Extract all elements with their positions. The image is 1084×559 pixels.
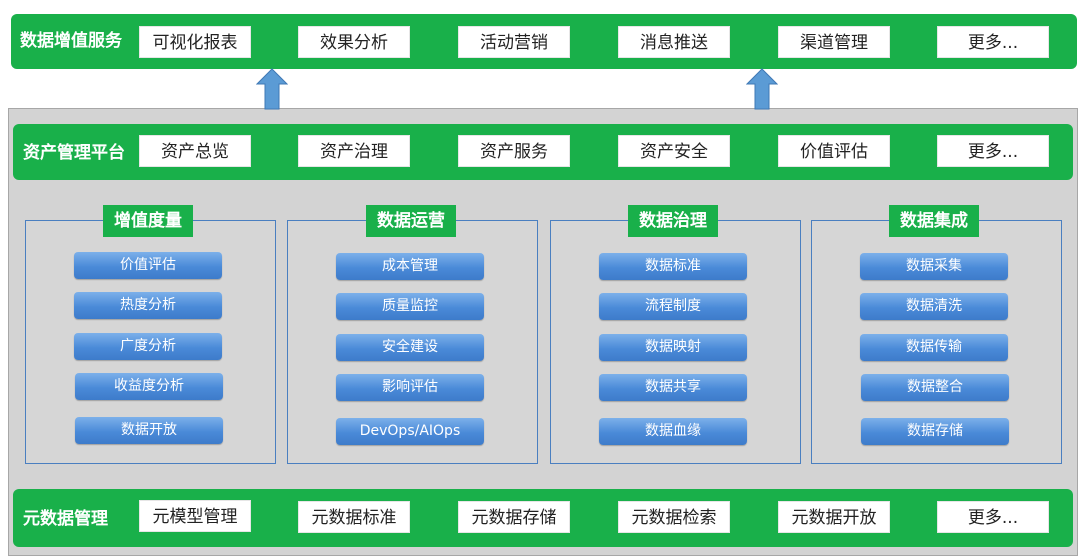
pill-data-integration-3[interactable]: 数据传输 (860, 334, 1008, 361)
pill-data-integration-2[interactable]: 数据清洗 (860, 293, 1008, 320)
pill-data-governance-5[interactable]: 数据血缘 (599, 418, 747, 445)
top-band-item-6[interactable]: 更多... (937, 26, 1049, 58)
pill-data-operations-4[interactable]: 影响评估 (336, 374, 484, 401)
group-title-data-integration: 数据集成 (889, 205, 979, 237)
value-added-services-title: 数据增值服务 (20, 31, 122, 51)
pill-value-metrics-2[interactable]: 热度分析 (74, 292, 222, 319)
bottom-band-item-4[interactable]: 元数据检索 (618, 501, 730, 533)
mid-band-item-1[interactable]: 资产总览 (139, 135, 251, 167)
metadata-management-title: 元数据管理 (23, 509, 108, 529)
pill-data-governance-3[interactable]: 数据映射 (599, 334, 747, 361)
up-arrow-icon-right (746, 68, 778, 110)
pill-data-operations-3[interactable]: 安全建设 (336, 334, 484, 361)
pill-data-governance-2[interactable]: 流程制度 (599, 293, 747, 320)
mid-band-item-5[interactable]: 价值评估 (778, 135, 890, 167)
top-band-item-5[interactable]: 渠道管理 (778, 26, 890, 58)
pill-data-operations-5[interactable]: DevOps/AIOps (336, 418, 484, 445)
mid-band-item-3[interactable]: 资产服务 (458, 135, 570, 167)
bottom-band-item-1[interactable]: 元模型管理 (139, 500, 251, 532)
pill-value-metrics-4[interactable]: 收益度分析 (75, 373, 223, 400)
pill-value-metrics-3[interactable]: 广度分析 (74, 333, 222, 360)
pill-value-metrics-5[interactable]: 数据开放 (75, 417, 223, 444)
top-band-item-4[interactable]: 消息推送 (618, 26, 730, 58)
pill-data-operations-2[interactable]: 质量监控 (336, 293, 484, 320)
pill-value-metrics-1[interactable]: 价值评估 (74, 252, 222, 279)
bottom-band-item-6[interactable]: 更多... (937, 501, 1049, 533)
pill-data-integration-1[interactable]: 数据采集 (860, 253, 1008, 280)
top-band-item-1[interactable]: 可视化报表 (139, 26, 251, 58)
mid-band-item-4[interactable]: 资产安全 (618, 135, 730, 167)
bottom-band-item-2[interactable]: 元数据标准 (298, 501, 410, 533)
pill-data-governance-4[interactable]: 数据共享 (599, 374, 747, 401)
mid-band-item-6[interactable]: 更多... (937, 135, 1049, 167)
bottom-band-item-3[interactable]: 元数据存储 (458, 501, 570, 533)
top-band-item-2[interactable]: 效果分析 (298, 26, 410, 58)
top-band-item-3[interactable]: 活动营销 (458, 26, 570, 58)
bottom-band-item-5[interactable]: 元数据开放 (778, 501, 890, 533)
pill-data-integration-4[interactable]: 数据整合 (861, 374, 1009, 401)
pill-data-operations-1[interactable]: 成本管理 (336, 253, 484, 280)
pill-data-integration-5[interactable]: 数据存储 (861, 418, 1009, 445)
up-arrow-icon-left (256, 68, 288, 110)
group-title-value-metrics: 增值度量 (103, 205, 193, 237)
group-title-data-governance: 数据治理 (628, 205, 718, 237)
pill-data-governance-1[interactable]: 数据标准 (599, 253, 747, 280)
group-title-data-operations: 数据运营 (366, 205, 456, 237)
asset-management-title: 资产管理平台 (23, 143, 125, 163)
mid-band-item-2[interactable]: 资产治理 (298, 135, 410, 167)
